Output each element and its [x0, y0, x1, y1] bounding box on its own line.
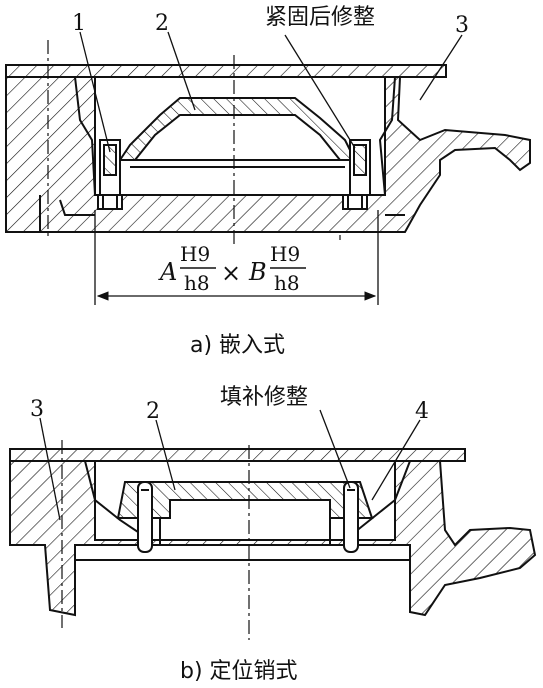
- dim-a-letter: A: [158, 258, 177, 286]
- note-b: 填补修整: [220, 385, 308, 410]
- label-b-4: 4: [415, 399, 429, 424]
- dim-b-letter: B: [248, 258, 267, 286]
- dim-a-num: H9: [180, 242, 210, 266]
- dim-times: ×: [221, 259, 241, 287]
- figure-b: [9, 409, 537, 640]
- pin-left-b: [137, 481, 153, 553]
- dim-b-den: h8: [274, 271, 300, 295]
- label-b-3: 3: [30, 397, 44, 422]
- note-a: 紧固后修整: [265, 5, 375, 30]
- bolt-left-a: [97, 139, 123, 210]
- caption-b: b) 定位销式: [180, 659, 298, 684]
- dim-a-den: h8: [184, 271, 210, 295]
- caption-a: a) 嵌入式: [190, 333, 285, 358]
- dimension-label-a: A H9 h8 × B H9 h8: [158, 242, 306, 295]
- label-b-2: 2: [146, 399, 160, 424]
- label-a-2: 2: [155, 11, 169, 36]
- figure-a: [5, 31, 531, 305]
- pin-right-b: [343, 481, 359, 553]
- bolt-right-a: [342, 139, 371, 210]
- insert-b: [116, 481, 374, 519]
- dim-b-num: H9: [270, 242, 300, 266]
- label-a-1: 1: [72, 11, 86, 36]
- label-a-3: 3: [455, 13, 469, 38]
- top-plate-a: [5, 64, 447, 78]
